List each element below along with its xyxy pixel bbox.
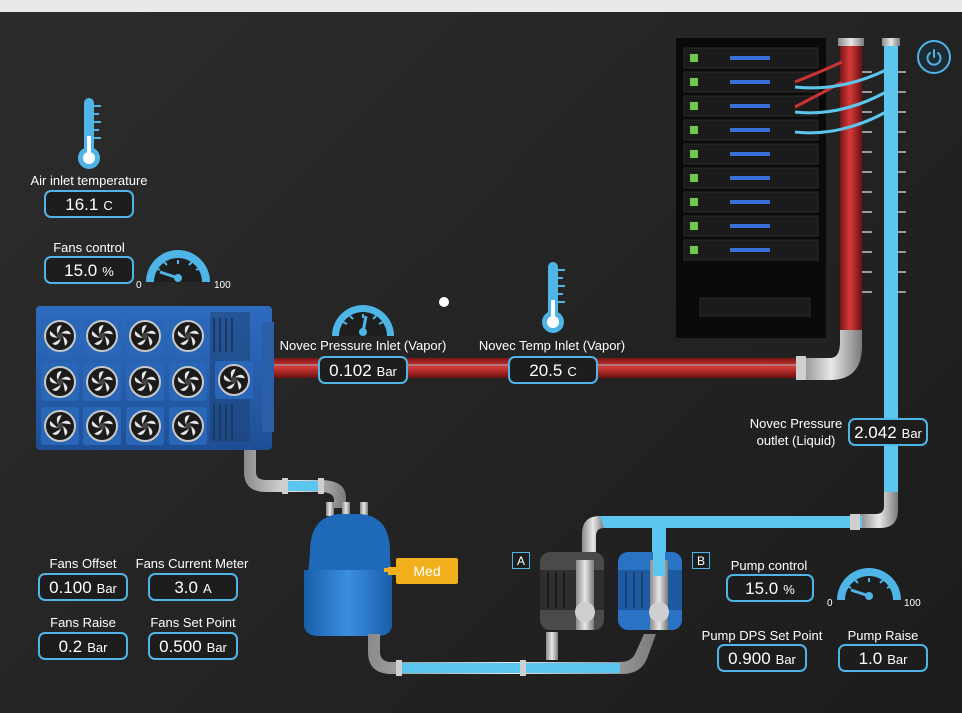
pump-gauge-min: 0 xyxy=(827,598,833,609)
novec-temp-inlet-thermometer-icon xyxy=(542,262,565,333)
fans-control-value-box[interactable]: 15.0 % xyxy=(44,256,134,284)
fan-icon xyxy=(83,317,121,355)
tank-level-badge: Med xyxy=(388,558,458,584)
fans-gauge-min: 0 xyxy=(136,280,142,291)
pump-b-tag[interactable]: B xyxy=(692,552,710,569)
pump-raise-label: Pump Raise xyxy=(847,628,919,643)
fan-icon xyxy=(215,361,253,399)
power-icon xyxy=(926,49,942,66)
pump-raise-box[interactable]: 1.0 Bar xyxy=(838,644,928,672)
novec-pressure-outlet-value: 2.042 xyxy=(854,423,897,442)
fans-offset-unit: Bar xyxy=(96,581,117,596)
pump-control-gauge-icon xyxy=(837,568,901,600)
novec-pressure-inlet-value: 0.102 xyxy=(329,361,372,380)
fans-gauge-max: 100 xyxy=(214,280,231,291)
fan-icon xyxy=(83,363,121,401)
fans-control-unit: % xyxy=(102,264,114,279)
fans-offset-value: 0.100 xyxy=(49,578,92,597)
novec-pressure-inlet-gauge-icon xyxy=(332,305,394,336)
air-inlet-value: 16.1 xyxy=(65,195,99,214)
fans-set-point-unit: Bar xyxy=(206,640,227,655)
novec-pressure-outlet-label-2: outlet (Liquid) xyxy=(756,433,836,448)
liquid-riser-pipe xyxy=(884,42,898,502)
pump-a-tag[interactable]: A xyxy=(512,552,530,569)
fans-control-value: 15.0 xyxy=(64,261,98,280)
vapor-riser-pipe xyxy=(840,40,862,330)
pump-control-box[interactable]: 15.0 % xyxy=(726,574,814,602)
pump-dps-set-point-label: Pump DPS Set Point xyxy=(701,628,823,643)
novec-pressure-inlet-unit: Bar xyxy=(376,364,397,379)
fans-set-point-box[interactable]: 0.500 Bar xyxy=(148,632,238,660)
fans-set-point-label: Fans Set Point xyxy=(150,615,236,630)
fan-icon xyxy=(126,407,164,445)
fans-raise-unit: Bar xyxy=(87,640,108,655)
fans-control-label: Fans control xyxy=(53,240,125,255)
pump-control-value: 15.0 xyxy=(745,579,779,598)
pump-control-label: Pump control xyxy=(730,558,808,573)
novec-tank xyxy=(304,502,394,636)
power-button[interactable] xyxy=(917,40,951,74)
fans-current-meter-label: Fans Current Meter xyxy=(135,556,249,571)
fans-offset-label: Fans Offset xyxy=(49,556,117,571)
pump-dps-set-point-box[interactable]: 0.900 Bar xyxy=(717,644,807,672)
pump-raise-value: 1.0 xyxy=(858,649,883,668)
air-inlet-thermometer-icon xyxy=(78,98,101,169)
fans-offset-box[interactable]: 0.100 Bar xyxy=(38,573,128,601)
fans-raise-value: 0.2 xyxy=(58,637,83,656)
fan-icon xyxy=(126,363,164,401)
fans-control-gauge-icon xyxy=(146,250,210,282)
fans-set-point-value: 0.500 xyxy=(159,637,202,656)
fan-icon xyxy=(169,317,207,355)
pump-dps-set-point-value: 0.900 xyxy=(728,649,771,668)
novec-temp-inlet-unit: C xyxy=(567,364,577,379)
fan-icon xyxy=(41,317,79,355)
fan-icon xyxy=(126,317,164,355)
fan-icon xyxy=(169,363,207,401)
novec-pressure-inlet-label: Novec Pressure Inlet (Vapor) xyxy=(279,338,447,353)
novec-pressure-outlet-label-1: Novec Pressure xyxy=(749,416,843,431)
novec-temp-inlet-value: 20.5 xyxy=(529,361,563,380)
novec-temp-inlet-box: 20.5 C xyxy=(508,356,598,384)
fans-raise-label: Fans Raise xyxy=(50,615,116,630)
novec-pressure-inlet-box: 0.102 Bar xyxy=(318,356,408,384)
pump-b[interactable] xyxy=(618,532,682,630)
fans-current-meter-value: 3.0 xyxy=(174,578,198,597)
fan-icon xyxy=(41,407,79,445)
fan-icon xyxy=(83,407,121,445)
pump-a[interactable] xyxy=(540,552,604,630)
air-inlet-label: Air inlet temperature xyxy=(30,173,148,188)
pipe-diagram xyxy=(36,38,906,676)
pump-control-unit: % xyxy=(783,582,795,597)
fans-raise-box[interactable]: 0.2 Bar xyxy=(38,632,128,660)
air-inlet-unit: C xyxy=(103,198,113,213)
pump-dps-set-point-unit: Bar xyxy=(775,652,796,667)
server-rack xyxy=(676,38,826,338)
novec-pressure-outlet-box: 2.042 Bar xyxy=(848,418,928,446)
fans-current-meter-box: 3.0 A xyxy=(148,573,238,601)
air-inlet-value-box: 16.1 C xyxy=(44,190,134,218)
pump-raise-unit: Bar xyxy=(887,652,908,667)
novec-temp-inlet-label: Novec Temp Inlet (Vapor) xyxy=(478,338,626,353)
fan-icon xyxy=(169,407,207,445)
pump-gauge-max: 100 xyxy=(904,598,921,609)
novec-pressure-outlet-unit: Bar xyxy=(901,426,922,441)
fans-current-meter-unit: A xyxy=(202,581,212,596)
fan-condenser-unit xyxy=(36,306,274,450)
fan-icon xyxy=(41,363,79,401)
liquid-return-pipe xyxy=(600,516,862,528)
